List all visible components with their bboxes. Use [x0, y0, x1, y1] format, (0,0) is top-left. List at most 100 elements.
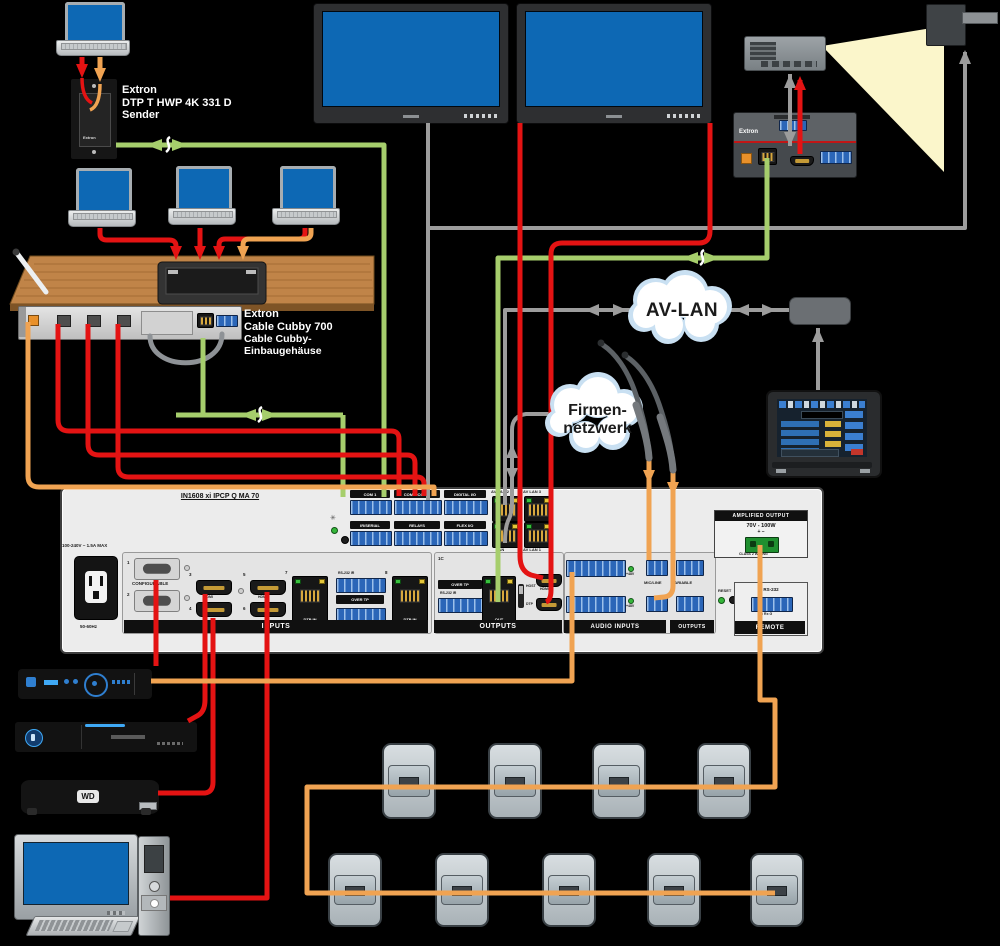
class2-label: CLASS 2 WIRING [739, 552, 768, 556]
iec-pin-l [89, 576, 92, 586]
touch-panel-keypad [781, 421, 819, 451]
output-group-label: 1C [438, 556, 444, 561]
iec-socket [85, 571, 107, 603]
wallplate-label: Extron DTP T HWP 4K 331 D Sender [122, 84, 232, 122]
avlan-cloud-label: AV-LAN [645, 300, 719, 321]
projection-screen-housing [926, 4, 966, 46]
projector-arrow-down [784, 132, 796, 146]
bluray-glow [85, 724, 125, 727]
touch-panel-foot-right [860, 469, 870, 473]
g-arrow-6 [704, 252, 720, 264]
dtp-out-cable [495, 158, 770, 602]
display2-hdmi [544, 123, 713, 605]
touch-panel-toolbar [779, 401, 865, 408]
amplified-output-label: AMPLIFIED OUTPUT [715, 511, 807, 521]
dtp-in-8: DTP IN [392, 576, 428, 624]
pc-monitor-buttons [107, 911, 125, 915]
screw-1 [184, 565, 190, 571]
touch-panel-base [772, 462, 872, 468]
wd-media-player: WD [20, 779, 160, 815]
receiver-led2 [73, 679, 78, 684]
gray-arrowheads [506, 50, 971, 482]
r-arrow-3 [213, 246, 225, 260]
audio-outputs-strip: OUTPUTS [670, 620, 714, 633]
usb-loop-cable [147, 331, 225, 366]
screen-control-cable [428, 52, 967, 230]
projector-slots [761, 61, 817, 67]
receiver-display [44, 680, 58, 685]
r-arrow-1 [170, 246, 182, 260]
g-arrow-3 [240, 409, 256, 421]
dtp7-rs232-terminal [336, 578, 386, 593]
wd-foot-left [27, 808, 37, 815]
screw-2 [184, 595, 190, 601]
amp-rating: 70V - 100W [746, 523, 776, 529]
o-arrow-wp [94, 68, 106, 82]
power-freq: 50-60Hz [80, 624, 98, 629]
wp-internal-orange [89, 83, 102, 112]
orange-port [28, 315, 39, 326]
wd-video [158, 618, 216, 796]
speaker-bottom-5 [750, 853, 804, 927]
configurable-label: CONFIGURABLE [132, 581, 169, 586]
pc-video [170, 592, 270, 901]
audio-inputs-strip: AUDIO INPUTS [564, 620, 666, 633]
input-5-number: 5 [243, 572, 246, 577]
laptop-2 [168, 166, 236, 226]
bluray-buttons [157, 742, 183, 745]
wallplate-label-brand: Extron [122, 84, 157, 96]
r-arrow-projector [794, 76, 806, 90]
host-label: HOST [526, 584, 536, 588]
cubby-audio-loop [25, 322, 437, 496]
wallplate-screw-bottom [92, 150, 96, 154]
projector-arrow-up [784, 74, 796, 88]
wap-arrow-left [735, 304, 749, 316]
orange-cables [25, 57, 778, 896]
av-lan1-label: AV LAN 1 [523, 547, 541, 552]
receiver-bottom-unit [734, 143, 856, 177]
remote-rs232-label: RS-232 [763, 587, 779, 592]
screen-arrow-up [959, 50, 971, 64]
digital-io-bar: DIGITAL I/O [444, 490, 486, 498]
display-2-buttons [667, 114, 701, 118]
laptop-wallplate [56, 2, 130, 56]
input-1-number: 1 [127, 560, 130, 565]
ir-serial-terminal [350, 531, 392, 546]
touch-panel-bottom-bar [781, 449, 839, 457]
bluray-video [186, 594, 208, 724]
touch-panel-foot-left [776, 469, 786, 473]
avlan-arrow-right [613, 304, 627, 316]
display-2 [516, 3, 712, 124]
touch-panel-right-column [845, 411, 863, 451]
av-lan3-port [524, 496, 552, 522]
red-cables [55, 57, 803, 901]
mic-2-body [656, 413, 677, 474]
input-3-number: 3 [189, 572, 192, 577]
screen-bracket [962, 12, 998, 24]
touch-panel-screen [777, 399, 867, 457]
captive-screw-port [216, 315, 238, 327]
wap-arrow-right [762, 304, 776, 316]
receiver-red-stripe [734, 141, 856, 143]
g-arrow-4 [262, 409, 278, 421]
speaker-top-3 [592, 743, 646, 819]
vga-input-1 [134, 558, 180, 580]
green-arrowheads [146, 139, 720, 421]
wallplate-label-role: Sender [122, 109, 160, 122]
laptop-base [56, 40, 130, 56]
laptop-3 [272, 166, 340, 226]
laptop-1-base [68, 210, 136, 227]
red-arrowheads [76, 64, 806, 260]
outputs-strip: OUTPUTS [434, 620, 562, 633]
receiver-led1 [64, 679, 69, 684]
pc-tower [138, 836, 170, 936]
microphones [597, 339, 677, 474]
touchpanel-arrow-up [812, 328, 824, 342]
corpnet-line1: Firmen- [568, 402, 627, 419]
touch-panel [766, 390, 882, 478]
table-microphone [12, 248, 49, 295]
over-tp-bar-1: OVER TP [336, 595, 384, 604]
mic-1-body [632, 401, 653, 462]
